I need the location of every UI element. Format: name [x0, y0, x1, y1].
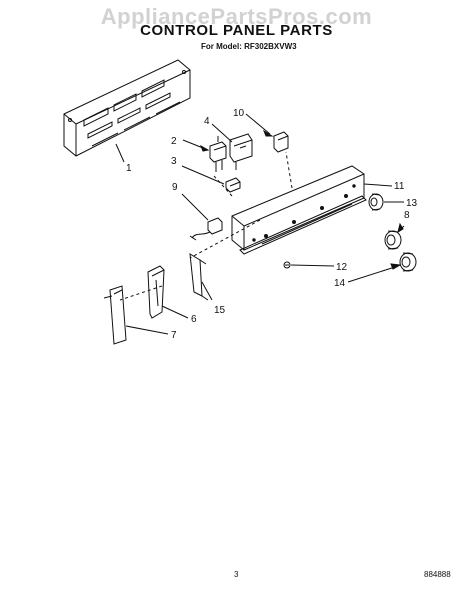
part-screw [283, 261, 291, 269]
callout-1: 1 [126, 163, 132, 174]
part-wire-harness [189, 217, 223, 241]
model-line: For Model: RF302BXVW3 [201, 42, 297, 51]
callout-2: 2 [171, 136, 177, 147]
part-clip [273, 131, 289, 153]
callout-10: 10 [233, 108, 245, 119]
part-knob-13 [368, 193, 384, 211]
callout-4: 4 [204, 116, 210, 127]
callout-6: 6 [191, 314, 197, 325]
part-knob-8 [384, 230, 402, 250]
callout-13: 13 [406, 198, 418, 209]
part-switch [209, 136, 227, 172]
part-knob-14 [399, 252, 417, 272]
part-control-panel [231, 165, 367, 255]
callout-12: 12 [336, 262, 348, 273]
part-connector [225, 177, 241, 193]
page-number: 3 [234, 570, 239, 579]
callout-11: 11 [394, 181, 405, 192]
callout-8: 8 [404, 210, 410, 221]
part-back-panel [63, 59, 191, 157]
callout-3: 3 [171, 156, 177, 167]
callout-15: 15 [214, 305, 226, 316]
watermark: AppliancePartsPros.com [100, 4, 373, 29]
callout-9: 9 [172, 182, 178, 193]
document-code: 884888 [424, 570, 451, 579]
page-title: CONTROL PANEL PARTS [140, 22, 333, 39]
callout-7: 7 [171, 330, 177, 341]
part-end-bracket [189, 253, 209, 301]
part-clip-bracket [229, 133, 253, 170]
part-end-cap [103, 285, 127, 345]
callout-14: 14 [334, 278, 346, 289]
part-side-bracket [147, 265, 165, 319]
